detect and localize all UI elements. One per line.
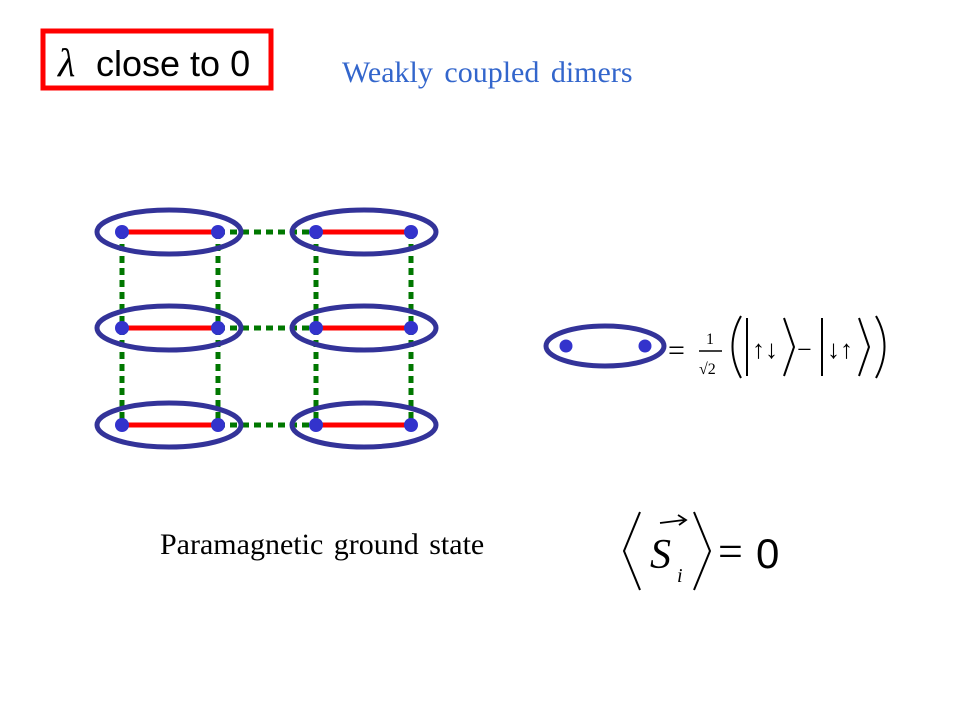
left-paren	[731, 315, 742, 379]
dimer	[289, 400, 439, 450]
equals-sign: =	[668, 334, 685, 367]
left-angle-bracket	[622, 511, 641, 591]
heading: Weakly coupled dimers	[342, 56, 633, 89]
spin-site	[404, 321, 418, 335]
expectation-equals: =	[718, 527, 743, 576]
spin-site	[211, 225, 225, 239]
spin-site	[309, 418, 323, 432]
dimer	[289, 207, 439, 257]
singlet-equation: = 1 √2 ↑↓ − ↓↑	[668, 315, 886, 379]
dimer-ellipse	[94, 400, 244, 450]
expectation-value: 0	[756, 530, 779, 577]
caption: Paramagnetic ground state	[160, 528, 484, 561]
spin-site	[309, 225, 323, 239]
spin-operator: S	[650, 532, 671, 578]
spin-site	[115, 321, 129, 335]
dimer	[94, 303, 244, 353]
dimer-ellipse	[289, 207, 439, 257]
ket2-angle	[858, 317, 871, 377]
legend-dimer-ellipse	[543, 323, 667, 369]
title-box-border	[40, 28, 274, 91]
ket1-angle	[783, 317, 796, 377]
lambda-symbol: λ	[57, 40, 75, 85]
dimer-ellipse	[94, 207, 244, 257]
dimer-ellipse	[289, 400, 439, 450]
dimer	[289, 303, 439, 353]
title-text: close to 0	[96, 43, 250, 84]
vector-arrow-shaft	[659, 519, 685, 524]
spin-subscript: i	[677, 565, 683, 587]
coef-numerator: 1	[706, 331, 714, 348]
spin-site	[211, 321, 225, 335]
spin-site	[404, 225, 418, 239]
right-angle-bracket	[693, 511, 712, 591]
ket1-spins: ↑↓	[752, 334, 778, 364]
spin-site	[211, 418, 225, 432]
ket2-spins: ↓↑	[827, 334, 853, 364]
vector-arrow-head	[677, 514, 688, 526]
right-paren	[875, 315, 886, 379]
legend-spin-site	[638, 339, 652, 353]
dimer-ellipse	[94, 303, 244, 353]
dimer-lattice	[94, 207, 439, 450]
minus-sign: −	[797, 335, 812, 364]
spin-site	[115, 418, 129, 432]
dimer	[94, 207, 244, 257]
title-box: λ close to 0	[40, 28, 274, 91]
expectation-equation: S i = 0	[622, 511, 779, 591]
spin-site	[115, 225, 129, 239]
spin-site	[404, 418, 418, 432]
spin-site	[309, 321, 323, 335]
dimer-ellipse	[289, 303, 439, 353]
dimer	[94, 400, 244, 450]
legend-spin-site	[559, 339, 573, 353]
singlet-legend: = 1 √2 ↑↓ − ↓↑	[543, 315, 886, 379]
coef-denominator: √2	[699, 361, 716, 378]
